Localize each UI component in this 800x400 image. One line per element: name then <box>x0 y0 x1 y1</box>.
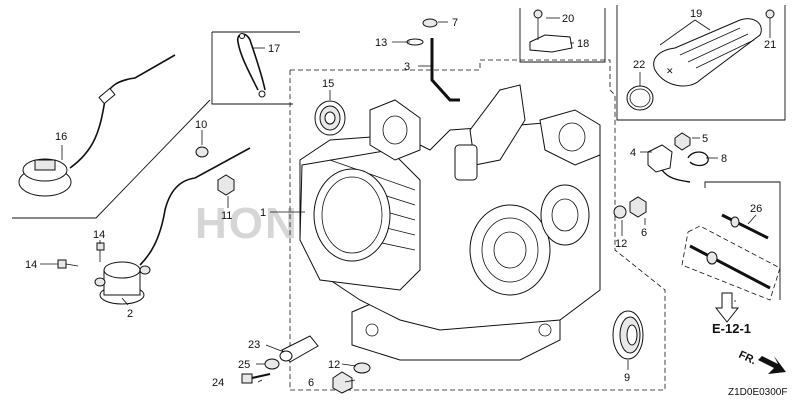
callout-2: 2 <box>127 308 133 320</box>
washer-part-12-right <box>613 205 627 219</box>
callout-6-bottom: 6 <box>308 377 314 389</box>
callout-17: 17 <box>268 43 280 55</box>
crankcase-enclosure <box>289 59 666 391</box>
clamp-part-8 <box>687 151 709 167</box>
callout-14-top: 14 <box>93 229 105 241</box>
reference-label: E-12-1 <box>712 321 751 336</box>
diagram-code: Z1D0E0300F <box>728 387 787 398</box>
washer-part-12-bottom <box>353 362 371 374</box>
callout-14-left: 14 <box>25 259 37 271</box>
bolt-part-6-bottom <box>332 371 353 394</box>
callout-9: 9 <box>624 372 630 384</box>
dowel-part-23 <box>279 335 319 363</box>
callout-19: 19 <box>690 8 702 20</box>
callout-12-bottom: 12 <box>328 359 340 371</box>
leader-lines <box>40 17 771 383</box>
governor-shaft-part <box>406 38 460 102</box>
callout-7: 7 <box>452 17 458 29</box>
screw-part-20 <box>533 9 543 19</box>
callout-26: 26 <box>750 203 762 215</box>
callout-16: 16 <box>55 131 67 143</box>
bolt-part-5 <box>674 132 691 151</box>
oil-seal-part-9 <box>612 310 644 360</box>
sensor-part-4 <box>647 144 691 183</box>
guard-part-19: ✕ <box>653 18 762 87</box>
callout-11: 11 <box>221 210 232 222</box>
stud-part-26 <box>721 213 769 240</box>
nut-part-11 <box>217 174 235 196</box>
callout-20: 20 <box>562 13 574 25</box>
bolt-part-24 <box>241 373 271 384</box>
oring-part-22 <box>626 85 654 111</box>
front-label: FR. <box>737 349 758 367</box>
oil-switch-part-16 <box>18 54 176 197</box>
callout-13: 13 <box>375 37 387 49</box>
callout-10: 10 <box>195 119 207 131</box>
svg-text:✕: ✕ <box>666 66 674 76</box>
bracket-part-18 <box>529 34 573 53</box>
callout-4: 4 <box>630 147 636 159</box>
washer-part-10 <box>195 146 209 158</box>
bearing-part-15 <box>314 100 346 136</box>
bolt-part-14 <box>57 242 105 269</box>
crankcase-part <box>299 84 601 361</box>
callout-1: 1 <box>260 207 266 219</box>
callout-21: 21 <box>764 39 776 51</box>
washer-part-25 <box>264 358 280 370</box>
stud-group-dashed <box>681 225 781 301</box>
callout-24: 24 <box>212 377 224 389</box>
callout-25: 25 <box>238 359 250 371</box>
callout-12-right: 12 <box>615 238 627 250</box>
callout-15: 15 <box>322 78 334 90</box>
washer-part-7 <box>422 18 438 28</box>
callout-18: 18 <box>577 38 589 50</box>
ground-wire-part-17 <box>236 33 266 91</box>
frame-wire-17 <box>211 32 293 105</box>
frame-bracket-18 <box>519 8 606 63</box>
callout-6-right: 6 <box>641 227 647 239</box>
reference-arrow <box>714 292 740 323</box>
bolt-part-6-right <box>629 196 647 218</box>
oil-sensor-part-2 <box>94 147 251 305</box>
callout-22: 22 <box>633 59 645 71</box>
callout-8: 8 <box>721 153 727 165</box>
callout-5: 5 <box>702 133 708 145</box>
frame-guard-19 <box>616 5 786 121</box>
frame-studs <box>704 181 781 300</box>
frame-switch-16 <box>12 99 211 219</box>
callout-3: 3 <box>404 61 410 73</box>
front-arrow-icon <box>758 356 786 374</box>
screw-part-21 <box>765 9 775 19</box>
callout-23: 23 <box>248 339 260 351</box>
